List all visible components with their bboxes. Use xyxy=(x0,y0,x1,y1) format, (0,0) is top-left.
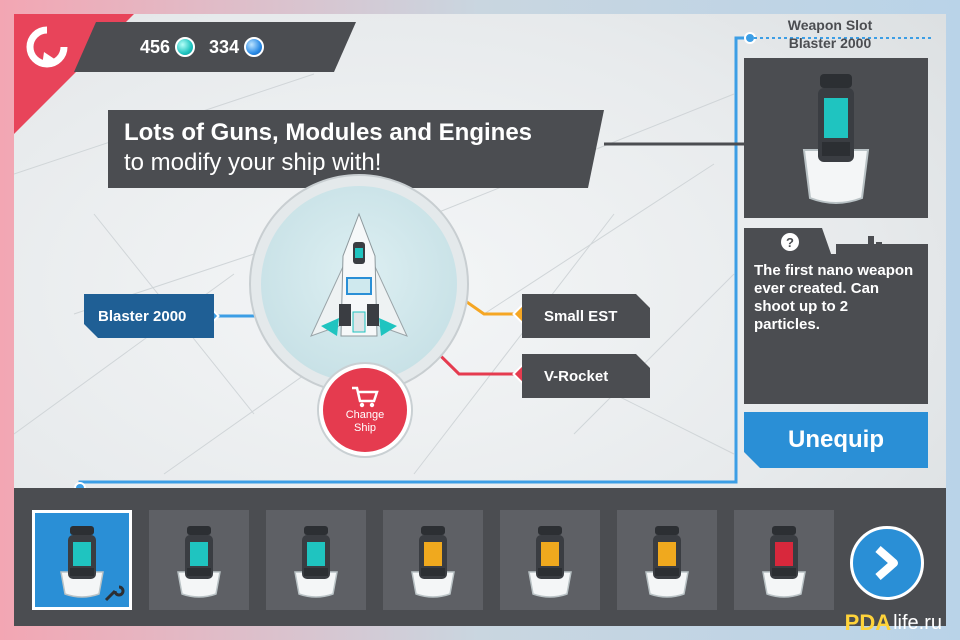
unequip-label: Unequip xyxy=(788,426,884,453)
inventory-item-weapon-4[interactable] xyxy=(383,510,483,610)
module-label[interactable]: Small EST xyxy=(522,294,650,338)
module-label-text: Small EST xyxy=(544,307,618,325)
currency-bar: 456 334 xyxy=(74,22,356,72)
change-ship-line2: Ship xyxy=(353,422,377,434)
inventory-item-weapon-3[interactable] xyxy=(266,510,366,610)
svg-text:?: ? xyxy=(786,235,794,250)
restart-icon xyxy=(26,26,68,68)
inventory-item-weapon-6[interactable] xyxy=(617,510,717,610)
orb-icon xyxy=(244,37,264,57)
blaster-icon xyxy=(802,74,870,204)
weapon-icon xyxy=(294,526,338,598)
unequip-button[interactable]: Unequip xyxy=(744,412,928,468)
headline-line1: Lots of Guns, Modules and Engines xyxy=(124,119,533,146)
weapon-icon xyxy=(411,526,455,598)
weapon-icon xyxy=(528,526,572,598)
crystal-count: 456 xyxy=(140,36,171,57)
ship-display xyxy=(249,174,469,394)
weapon-icon xyxy=(645,526,689,598)
watermark: PDA life.ru xyxy=(845,610,942,636)
watermark-text: life.ru xyxy=(893,611,942,634)
item-description: The first nano weapon ever created. Can … xyxy=(754,262,914,333)
next-page-button[interactable] xyxy=(850,526,924,600)
weapon-icon xyxy=(177,526,221,598)
ship-backdrop xyxy=(261,186,457,382)
game-panel: 456 334 Lots of Guns, Modules and Engine… xyxy=(14,14,946,626)
inventory-item-weapon-7[interactable] xyxy=(734,510,834,610)
weapon-label-text: Blaster 2000 xyxy=(98,307,187,325)
change-ship-line1: Change xyxy=(345,409,385,421)
watermark-logo: PDA xyxy=(844,610,892,635)
engine-label-text: V-Rocket xyxy=(544,367,609,385)
weapon-icon xyxy=(60,526,104,598)
cart-icon xyxy=(352,386,379,408)
inventory-bar xyxy=(14,488,946,626)
orb-count: 334 xyxy=(209,36,240,57)
slot-title: Weapon Slot xyxy=(787,17,873,33)
item-description-box: The first nano weapon ever created. Can … xyxy=(744,254,928,404)
crystal-counter: 456 xyxy=(140,37,195,58)
wrench-icon xyxy=(104,585,125,602)
inventory-item-weapon-2[interactable] xyxy=(149,510,249,610)
weapon-label[interactable]: Blaster 2000 xyxy=(84,294,214,338)
weapon-slot-header: Weapon Slot Blaster 2000 xyxy=(774,16,934,52)
question-icon: ? xyxy=(744,228,836,268)
crystal-icon xyxy=(175,37,195,57)
change-ship-button[interactable]: Change Ship xyxy=(319,364,411,456)
slot-item-name: Blaster 2000 xyxy=(788,35,872,51)
weapon-preview xyxy=(744,58,928,218)
inventory-item-weapon-5[interactable] xyxy=(500,510,600,610)
inventory-item-weapon-1[interactable] xyxy=(32,510,132,610)
spaceship-icon[interactable] xyxy=(261,186,457,382)
stats-bars-top-icon xyxy=(868,236,890,252)
orb-counter: 334 xyxy=(209,37,264,58)
chevron-right-icon xyxy=(875,545,898,581)
weapon-icon xyxy=(762,526,806,598)
engine-label[interactable]: V-Rocket xyxy=(522,354,650,398)
headline-line2: to modify your ship with! xyxy=(124,149,382,176)
